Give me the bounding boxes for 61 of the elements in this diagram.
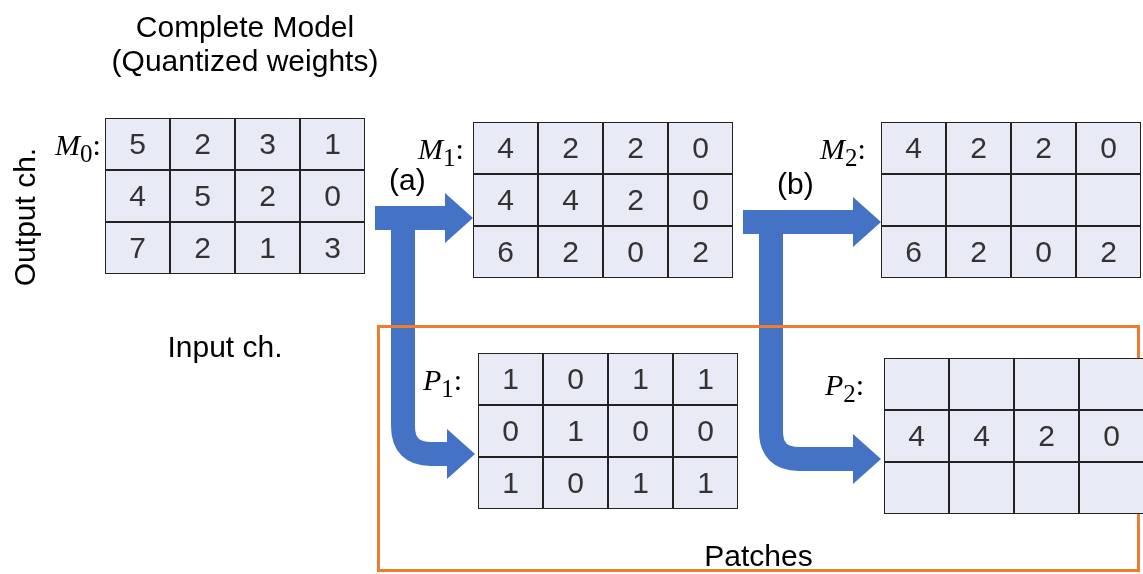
matrix-cell: 1 [543, 405, 608, 457]
matrix-cell: 2 [235, 170, 300, 222]
matrix [55, 118, 365, 274]
region-title: Patches [704, 539, 813, 573]
matrix-cell: 4 [105, 170, 170, 222]
matrix-cell: 0 [300, 170, 365, 222]
matrix-cell: 1 [235, 222, 300, 274]
matrix-cell: 0 [1011, 226, 1076, 278]
matrix-cell: 2 [668, 226, 733, 278]
matrix-cell: 1 [608, 353, 673, 405]
heading: Complete Model (Quantized weights) [110, 10, 380, 78]
matrix-cell: 1 [673, 353, 738, 405]
matrix-cell: 0 [543, 353, 608, 405]
matrix [825, 358, 1143, 514]
matrix-cell: 2 [538, 226, 603, 278]
matrix-cell: 5 [105, 118, 170, 170]
matrix-cell: 1 [478, 457, 543, 509]
matrix-cell: 0 [673, 405, 738, 457]
matrix-cell: 4 [884, 410, 949, 462]
matrix-cell: 3 [235, 118, 300, 170]
matrix-cell: 2 [1014, 410, 1079, 462]
matrix-cell: 0 [668, 174, 733, 226]
matrix-label: M$_{2}$: [820, 132, 866, 173]
matrix-cell: 0 [668, 122, 733, 174]
matrix-cell: 2 [603, 122, 668, 174]
patch-region [377, 325, 1140, 572]
matrix-cell: 4 [881, 122, 946, 174]
matrix-cell: 4 [473, 122, 538, 174]
matrix-cell: 2 [946, 122, 1011, 174]
matrix-cell: 2 [603, 174, 668, 226]
matrix-cell: 2 [170, 222, 235, 274]
matrix-cell: 0 [478, 405, 543, 457]
matrix-cell: 4 [473, 174, 538, 226]
matrix-cell: 0 [1079, 410, 1143, 462]
matrix-cell: 0 [1076, 122, 1141, 174]
matrix-label: M$_{0}$: [55, 128, 101, 169]
matrix-cell: 4 [538, 174, 603, 226]
matrix-cell: 3 [300, 222, 365, 274]
matrix-cell: 2 [170, 118, 235, 170]
matrix-cell: 1 [478, 353, 543, 405]
matrix-cell: 1 [673, 457, 738, 509]
matrix-cell: 1 [608, 457, 673, 509]
matrix-cell: 6 [881, 226, 946, 278]
axis-label: Output ch. [8, 146, 42, 289]
matrix-cell: 5 [170, 170, 235, 222]
matrix-cell: 2 [538, 122, 603, 174]
matrix-cell: 6 [473, 226, 538, 278]
matrix-cell: 2 [1011, 122, 1076, 174]
matrix-label: P$_{1}$: [423, 363, 463, 404]
matrix-cell: 7 [105, 222, 170, 274]
axis-label: Input ch. [166, 330, 284, 364]
matrix-cell: 0 [608, 405, 673, 457]
matrix-cell: 4 [949, 410, 1014, 462]
matrix-cell: 1 [300, 118, 365, 170]
matrix-cell: 2 [1076, 226, 1141, 278]
matrix-cell: 2 [946, 226, 1011, 278]
matrix-label: P$_{2}$: [825, 368, 865, 409]
matrix [820, 122, 1141, 278]
matrix [423, 353, 738, 509]
matrix-cell: 0 [543, 457, 608, 509]
matrix-cell: 0 [603, 226, 668, 278]
